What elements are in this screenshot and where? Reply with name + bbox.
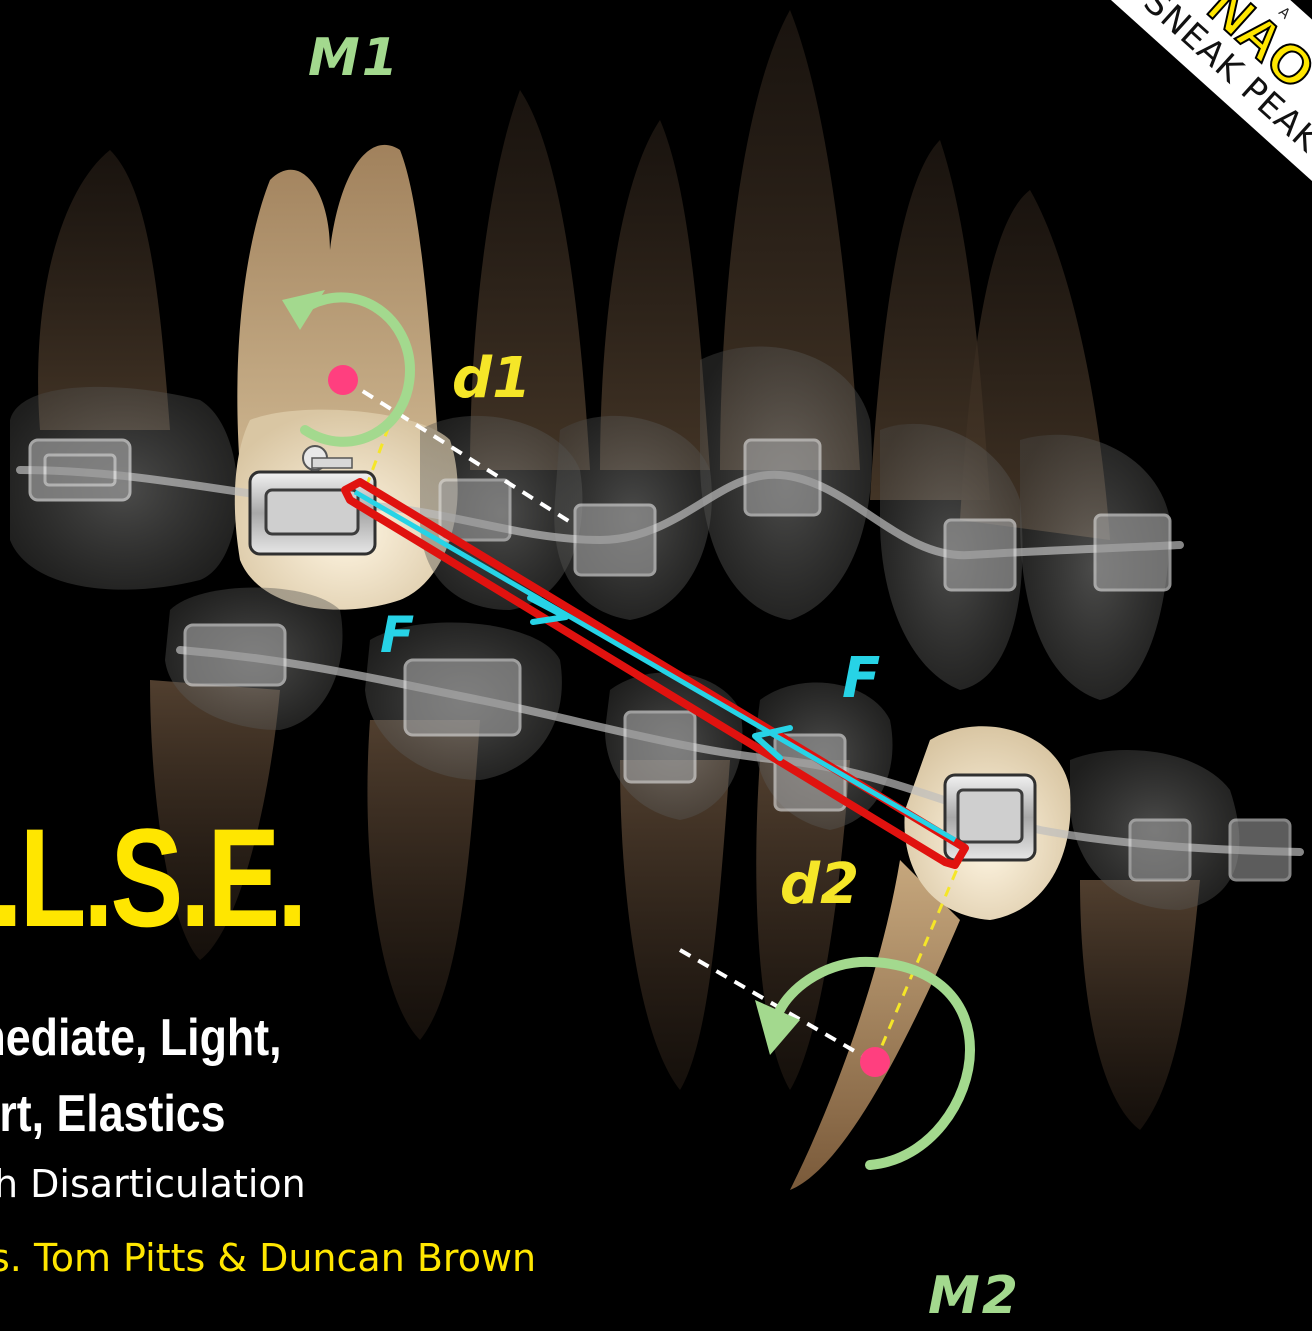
center-of-resistance-m2 (860, 1047, 890, 1077)
bracket-upper-premolar1 (440, 480, 510, 540)
bracket-lower-right2 (1230, 820, 1290, 880)
subtitle-line-3: h Disarticulation (0, 1162, 306, 1206)
bracket-lower-premolar1 (625, 712, 695, 782)
label-d1: d1 (452, 346, 531, 411)
label-m2: M2 (928, 1266, 1020, 1326)
label-force-lower: F (842, 646, 880, 711)
bracket-upper-lateral (945, 520, 1015, 590)
bracket-upper-central (1095, 515, 1170, 590)
root-upper-mid1 (470, 90, 590, 470)
root-lower-right (1080, 880, 1200, 1130)
bracket-lower-left1 (185, 625, 285, 685)
authors-line: s. Tom Pitts & Duncan Brown (0, 1236, 536, 1280)
label-d2: d2 (780, 852, 859, 917)
subtitle-line-2: ort, Elastics (0, 1088, 226, 1140)
subtitle-line-1: mediate, Light, (0, 1012, 282, 1064)
bracket-upper-canine (745, 440, 820, 515)
label-force-upper: F (380, 606, 414, 664)
bracket-upper-far-left (30, 440, 130, 500)
bracket-lower-left2 (405, 660, 520, 735)
bracket-lower-right1 (1130, 820, 1190, 880)
center-of-resistance-m1 (328, 365, 358, 395)
bracket-upper-premolar2 (575, 505, 655, 575)
label-m1: M1 (308, 28, 400, 88)
acronym-title: .I.L.S.E. (0, 808, 304, 948)
